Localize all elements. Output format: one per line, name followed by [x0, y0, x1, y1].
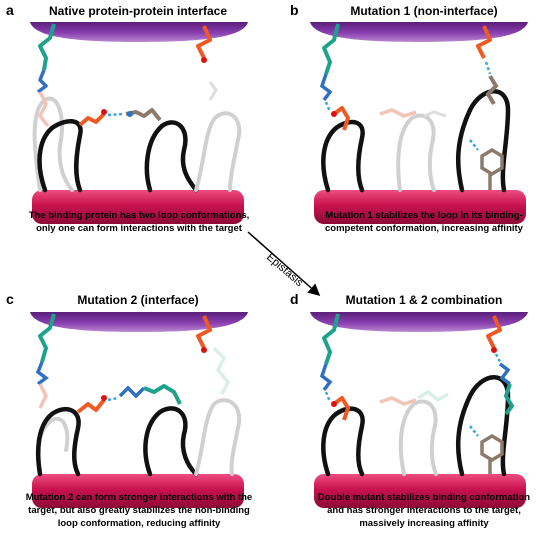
guanidinium-group — [36, 69, 48, 94]
caption-line: target, but also greatly stabilizes the … — [28, 505, 250, 516]
hydrogen-bond — [484, 61, 492, 75]
amide-icon — [127, 111, 133, 117]
faded-sidechain — [423, 110, 447, 118]
caption-line: The binding protein has two loop conform… — [29, 210, 250, 221]
target-protein — [30, 312, 248, 332]
loop-alt-faded — [32, 96, 74, 192]
caption-line: Double mutant stabilizes binding conform… — [318, 492, 530, 503]
panel-title: Mutation 1 (non-interface) — [350, 4, 497, 18]
guanidinium-group — [35, 361, 49, 386]
carboxylate-icon — [331, 111, 337, 117]
caption-line: competent conformation, increasing affin… — [325, 223, 524, 234]
panel-b: b Mutation 1 (non-interface) Mutation 1 … — [290, 2, 528, 234]
caption-line: massively increasing affinity — [359, 518, 489, 529]
loop-left — [35, 407, 81, 477]
lysine-sidechain — [322, 313, 340, 365]
binding-protein — [32, 474, 244, 508]
faded-sidechain — [212, 346, 231, 395]
panel-label: a — [6, 2, 14, 18]
caption-line: loop conformation, reducing affinity — [58, 518, 221, 529]
carboxylate-icon — [201, 347, 207, 353]
arrow-label: Epistasis — [264, 251, 305, 289]
acid-sidechain — [476, 25, 492, 59]
lysine-sidechain — [38, 313, 56, 363]
hydrogen-bond — [494, 353, 502, 363]
acid-residue — [332, 106, 350, 131]
loop-right-bound — [455, 375, 511, 477]
loop-right — [143, 406, 199, 477]
aromatic-ring-icon — [480, 147, 504, 177]
loop-left — [321, 119, 365, 193]
guanidinium-group — [319, 73, 333, 102]
target-protein — [310, 312, 528, 332]
loop-right-faded — [194, 398, 242, 476]
caption-line: Mutation 1 stabilizes the loop in its bi… — [325, 210, 522, 221]
loop-alt-faded — [398, 399, 438, 476]
acid-sidechain — [196, 25, 212, 59]
faded-sidechain — [417, 389, 449, 403]
acid-residue — [76, 398, 106, 414]
guanidinium-group — [319, 363, 333, 392]
loop-left — [37, 119, 83, 193]
carboxylate-icon — [491, 347, 497, 353]
arrow-line — [247, 231, 321, 296]
binding-protein — [314, 474, 526, 508]
loop-alt-faded — [396, 113, 436, 192]
caption-line: and has stronger interactions to the tar… — [327, 505, 521, 516]
caption-line: Mutation 2 can form stronger interaction… — [26, 492, 252, 503]
carboxylate-icon — [201, 57, 207, 63]
epistasis-arrow: Epistasis — [247, 231, 321, 296]
faded-sidechain — [379, 396, 417, 406]
target-protein — [310, 22, 528, 42]
hydrogen-bond — [469, 425, 479, 437]
partner-residue — [485, 74, 499, 106]
loop-left — [321, 406, 365, 477]
hydrogen-bond — [469, 139, 479, 151]
mutated-residue — [143, 384, 182, 405]
carboxylate-icon — [331, 401, 337, 407]
faded-acid-sidechain — [38, 383, 48, 409]
faded-sidechain — [208, 81, 218, 101]
acid-sidechain — [486, 315, 502, 349]
panel-title: Mutation 1 & 2 combination — [346, 293, 503, 307]
panel-title: Native protein-protein interface — [49, 4, 227, 18]
binding-protein — [32, 190, 244, 224]
panel-label: b — [290, 2, 299, 18]
acid-residue — [332, 396, 350, 421]
carboxylate-icon — [101, 395, 107, 401]
target-protein — [30, 22, 248, 42]
loop-right-faded — [194, 111, 242, 192]
hydrogen-bond — [324, 391, 332, 403]
aromatic-ring-icon — [480, 433, 504, 463]
caption-line: only one can form interactions with the … — [36, 223, 243, 234]
loop-right — [144, 120, 199, 193]
hydrogen-bond — [107, 396, 119, 402]
faded-acid-sidechain — [37, 91, 50, 128]
panel-c: c Mutation 2 (interface) Mutation 2 can … — [6, 291, 252, 529]
acid-residue — [78, 112, 106, 127]
panel-title: Mutation 2 (interface) — [77, 293, 198, 307]
guanidinium-group — [498, 362, 512, 386]
carboxylate-icon — [101, 109, 107, 115]
guanidinium-group — [118, 385, 146, 399]
hydrogen-bond — [324, 101, 332, 113]
lysine-sidechain — [38, 23, 56, 71]
binding-protein — [314, 190, 526, 224]
loop-right-bound — [455, 89, 511, 193]
faded-sidechain — [379, 108, 417, 118]
acid-sidechain — [196, 315, 212, 349]
hydrogen-bond — [107, 112, 125, 117]
panel-label: d — [290, 291, 299, 307]
lysine-sidechain — [322, 23, 340, 75]
mutated-residue — [504, 383, 514, 416]
panel-d: d Mutation 1 & 2 combination Double muta… — [290, 291, 530, 529]
panel-a: a Native protein-protein interface The b… — [6, 2, 249, 234]
panel-label: c — [6, 291, 14, 307]
